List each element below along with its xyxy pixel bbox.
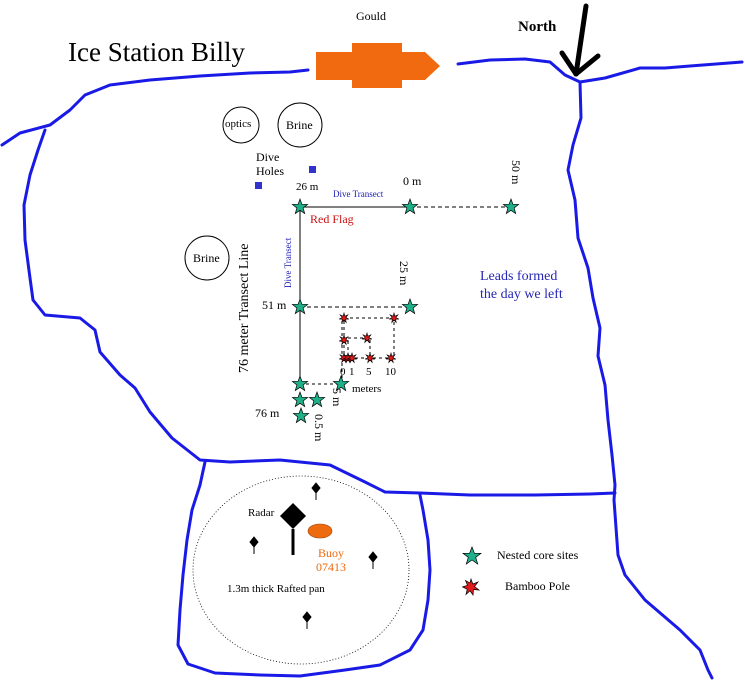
transect-line-label: 76 meter Transect Line [237,243,252,373]
optics-circle [222,106,260,144]
brine-label-top: Brine [286,118,313,132]
red-flag-label: Red Flag [310,212,354,226]
core-site-star [291,197,309,215]
core-site-star [292,406,310,424]
dive-hole-square [309,166,316,173]
brine-circle-top [277,102,323,148]
grid-tick-10: 10 [385,366,396,378]
leads-label: Leads formed the day we left [480,269,563,302]
bamboo-pole-icon [462,578,480,596]
label-26m: 26 m [296,181,319,193]
pan-label: 1.3m thick Rafted pan [227,583,325,595]
bamboo-pole-marker [364,351,376,364]
core-site-star [291,297,309,315]
lead-lines [0,57,744,680]
pole-marker [368,551,378,569]
star-icon [462,546,482,565]
lead-top-right [456,57,744,84]
core-site-star [332,374,350,392]
core-site-star [502,197,520,215]
dive-hole-square [255,182,262,189]
pan-poles [249,482,378,629]
pole-marker [302,611,312,629]
label-50m: 50 m [509,160,523,185]
core-site-star [291,374,309,392]
bamboo-pole-marker [338,333,350,346]
label-5m: 5 m [330,388,344,407]
north-label: North [518,19,557,35]
lead-pan-loop [176,460,432,678]
dive-holes-label: Dive Holes [256,150,284,178]
label-0m: 0 m [403,174,422,188]
core-site-star [401,297,419,315]
legend-nested-core: Nested core sites [497,548,579,562]
bamboo-pole-marker [346,351,358,364]
label-25m: 25 m [397,261,411,286]
lead-left-loop [22,128,617,497]
core-site-stars [291,197,520,424]
brine-circle-left [184,235,230,281]
bamboo-pole-marker [361,331,373,344]
brine-label-left: Brine [193,251,220,265]
lead-right-vertical [566,80,714,680]
lead-top-left [0,68,310,147]
grid-tick-5: 5 [366,366,372,378]
core-site-star [401,197,419,215]
buoy-name-label: Buoy [318,546,345,560]
page-title: Ice Station Billy [68,37,245,67]
pole-marker [311,482,321,500]
ellipse-icon [307,523,333,539]
bamboo-pole-marker [388,311,400,324]
pole-marker [249,536,259,554]
gould-label: Gould [356,9,386,23]
arrow-down-icon [559,3,601,77]
grid-tick-0: 0 [340,366,346,378]
label-51m: 51 m [262,298,287,312]
dive-transect-vertical: Dive Transect [283,237,293,288]
buoy-id-label: 07413 [316,560,346,574]
label-0-5m: 0.5 m [312,414,326,442]
dive-transect-horizontal: Dive Transect [333,189,384,199]
optics-label: optics [225,118,252,130]
label-76m: 76 m [255,406,280,420]
radar-label: Radar [248,507,275,519]
bamboo-pole-marker [385,351,397,364]
meters-label: meters [352,383,382,395]
grid-tick-1: 1 [349,366,355,378]
pan-outline [192,475,410,665]
bamboo-pole-marker [338,311,350,324]
diamond-icon [280,503,306,529]
legend-bamboo: Bamboo Pole [505,579,570,593]
core-site-star [308,390,326,408]
bamboo-poles [338,311,400,364]
core-site-star [291,390,309,408]
ship-arrow-icon [316,43,440,88]
